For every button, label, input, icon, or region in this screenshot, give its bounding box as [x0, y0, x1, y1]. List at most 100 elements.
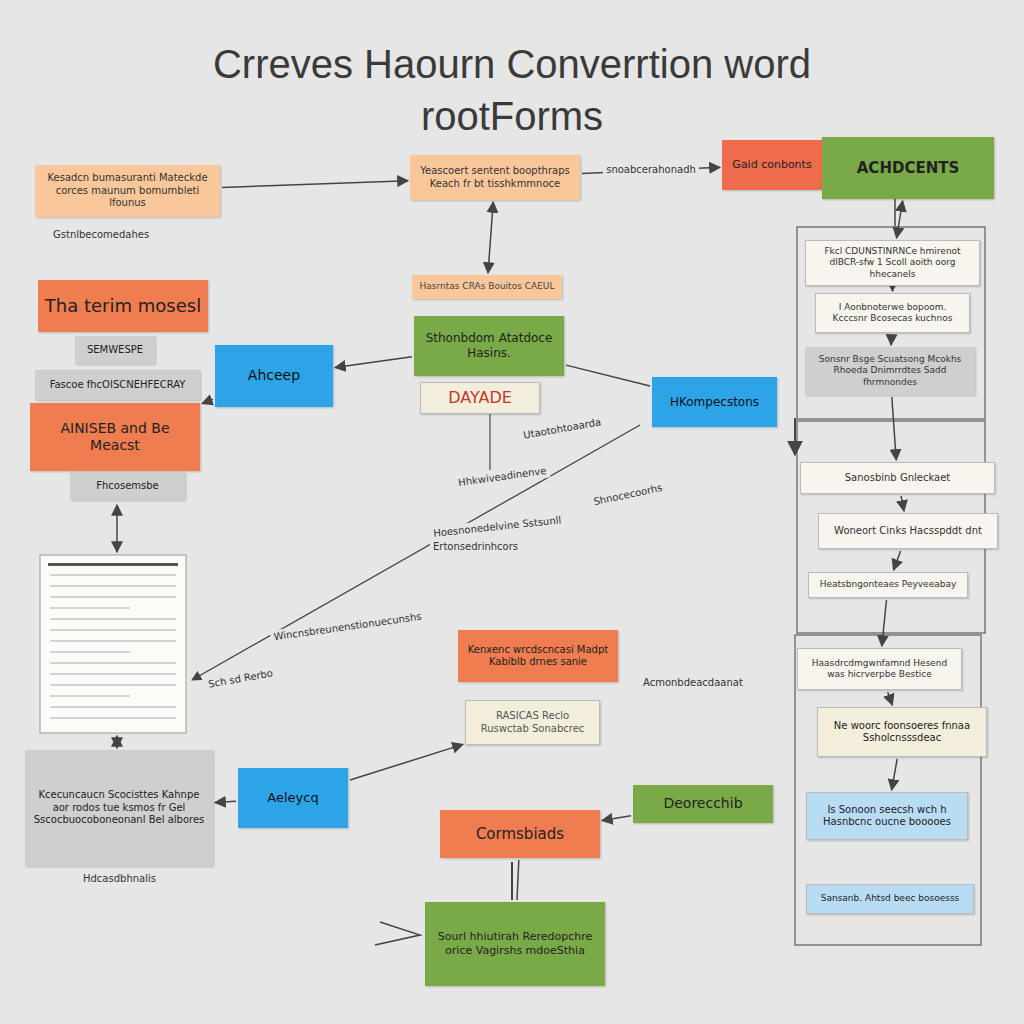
node-text: Hasrntas CRAs Bouitos CAEUL: [420, 281, 555, 292]
node-text: Fascoe fhcOISCNEHFECRAY: [50, 379, 186, 392]
process-box: AINISEB and Be Meacst: [30, 403, 200, 471]
free-label: Wincnsbreunenstionuecunshs: [270, 609, 426, 644]
node-text: Sthonbdom Atatdoce Hasins.: [420, 331, 558, 361]
panel-item: Heatsbngonteaes Peyveeabay: [808, 572, 968, 598]
connector: [602, 816, 631, 821]
process-box: HKompecstons: [652, 377, 777, 427]
note-box: Kcecuncaucn Scocisttes Kahnpe aor rodos …: [25, 750, 213, 866]
thin-box: Hasrntas CRAs Bouitos CAEUL: [412, 275, 562, 299]
node-text: Sanosbinb Gnleckaet: [845, 472, 950, 485]
node-text: AINISEB and Be Meacst: [36, 420, 194, 455]
connector: [335, 357, 412, 368]
connector: [488, 202, 493, 273]
panel-item: Sansanb. Ahtsd beec bosoesss: [806, 884, 974, 914]
panel-item: Fkcl CDUNSTINRNCe hmirenot dlBCR-sfw 1 S…: [805, 240, 980, 286]
free-label: Hhkwiveadinenve: [454, 463, 550, 490]
process-box: Cormsbiads: [440, 810, 600, 858]
node-text: SEMWESPE: [87, 344, 143, 357]
diagram-title: Crreves Haourn Converrtion word rootForm…: [200, 38, 824, 142]
node-text: Deorecchib: [663, 795, 742, 813]
node-text: Haasdrcdmgwnfamnd Hesend was hicrverpbe …: [804, 658, 955, 681]
free-label: Shnocecoorhs: [589, 480, 666, 509]
node-text: Yeascoert sentent boopthraps Keach fr bt…: [416, 165, 574, 190]
node-text: Kesadcn bumasuranti Mateckde corces maun…: [41, 172, 214, 210]
node-text: Sonsnr Bsge Scuatsong Mcokhs Rhoeda Dnim…: [811, 354, 969, 388]
connector: [901, 496, 904, 511]
node-text: Fhcosemsbe: [96, 480, 159, 493]
note-box: RASICAS Reclo Ruswctab Sonabcrec: [465, 700, 600, 745]
connector: [890, 335, 892, 345]
panel-frame: [797, 227, 985, 419]
connector: [350, 744, 463, 780]
node-text: I Aonbnoterwe bopoom. Kcccsnr Bcosecas k…: [822, 302, 963, 325]
doc-arrow: [116, 736, 118, 748]
edge-label: snoabcerahonadh: [603, 163, 699, 177]
node-text: HKompecstons: [670, 395, 759, 410]
process-box: Sthonbdom Atatdoce Hasins.: [414, 316, 564, 376]
connector: [892, 759, 898, 790]
node-text: Is Sonoon seecsh wch h Hasnbcnc oucne bo…: [813, 804, 961, 829]
panel-item: Sanosbinb Gnleckaet: [800, 462, 995, 494]
connector: [215, 801, 236, 802]
node-text: Ahceep: [248, 367, 300, 385]
header-box: ACHDCENTS: [822, 137, 994, 199]
free-label: Hoesnonedelvine Sstsunll: [430, 513, 565, 541]
small-box: SEMWESPE: [75, 336, 155, 364]
node-text: Ne woorc foonsoeres fnnaa Ssholcnsssdeac: [824, 720, 980, 745]
node-text: Gaid conbonts: [732, 158, 811, 172]
free-label: Hdcasdbhnalis: [80, 872, 159, 886]
free-label: Utaotohtoaarda: [519, 415, 605, 443]
document-illustration: [40, 555, 186, 733]
free-label: Ertonsedrinhcors: [430, 540, 521, 554]
connector: [517, 860, 519, 900]
process-box: Aeleycq: [238, 768, 348, 828]
tag-box: Kesadcn bumasuranti Mateckde corces maun…: [35, 165, 220, 217]
node-text: Aeleycq: [267, 790, 318, 806]
panel-item: Woneort Cinks Hacsspddt dnt: [818, 513, 998, 549]
node-text: Kenxenc wrcdscncasi Madpt Kabiblb drnes …: [464, 644, 612, 669]
small-box: Fascoe fhcOISCNEHFECRAY: [35, 370, 200, 400]
connector: [882, 600, 887, 646]
process-box: Ahceep: [215, 345, 333, 407]
stem-line: [511, 862, 513, 900]
stem-line: [489, 412, 490, 470]
connector: [566, 365, 650, 386]
panel-item: I Aonbnoterwe bopoom. Kcccsnr Bcosecas k…: [815, 293, 970, 333]
small-box: Fhcosemsbe: [70, 472, 185, 500]
arrow-tail: [375, 922, 420, 945]
node-text: DAYADE: [448, 388, 512, 408]
free-label: Sch sd Rerbo: [204, 666, 277, 692]
process-box: Yeascoert sentent boopthraps Keach fr bt…: [410, 155, 580, 200]
node-text: Kcecuncaucn Scocisttes Kahnpe aor rodos …: [31, 789, 207, 827]
node-text: Fkcl CDUNSTINRNCe hmirenot dlBCR-sfw 1 S…: [812, 246, 973, 280]
connector: [888, 692, 893, 705]
panel-item: Haasdrcdmgwnfamnd Hesend was hicrverpbe …: [797, 648, 962, 690]
node-text: Sourl hhiutirah Reredopchre orice Vagirs…: [431, 930, 599, 958]
tag-box: Gaid conbonts: [722, 140, 822, 190]
stamp-box: DAYADE: [420, 382, 540, 414]
node-text: Sansanb. Ahtsd beec bosoesss: [821, 893, 960, 904]
node-text: RASICAS Reclo Ruswctab Sonabcrec: [472, 710, 593, 735]
connector: [892, 288, 894, 291]
connector: [897, 201, 903, 238]
panel-item: Sonsnr Bsge Scuatsong Mcokhs Rhoeda Dnim…: [805, 347, 975, 395]
connector: [894, 551, 901, 570]
process-box: Sourl hhiutirah Reredopchre orice Vagirs…: [425, 902, 605, 986]
process-box: Tha terim mosesl: [38, 280, 208, 332]
panel-item: Ne woorc foonsoeres fnnaa Ssholcnsssdeac: [817, 707, 987, 757]
process-box: Kenxenc wrcdscncasi Madpt Kabiblb drnes …: [458, 630, 618, 682]
connector: [202, 399, 213, 403]
tick: [794, 418, 796, 455]
node-text: Tha terim mosesl: [45, 295, 201, 318]
node-text: Woneort Cinks Hacsspddt dnt: [834, 525, 982, 538]
free-label: Acmonbdeacdaanat: [640, 676, 746, 690]
node-text: Cormsbiads: [476, 825, 564, 844]
node-text: ACHDCENTS: [857, 159, 959, 178]
connector: [892, 397, 896, 460]
doc-arrow: [116, 505, 118, 552]
panel-item: Is Sonoon seecsh wch h Hasnbcnc oucne bo…: [806, 792, 968, 840]
node-text: Heatsbngonteaes Peyveeabay: [820, 579, 957, 590]
panel-frame: [795, 635, 981, 945]
tag-box: Deorecchib: [633, 785, 773, 823]
connector: [222, 181, 408, 188]
